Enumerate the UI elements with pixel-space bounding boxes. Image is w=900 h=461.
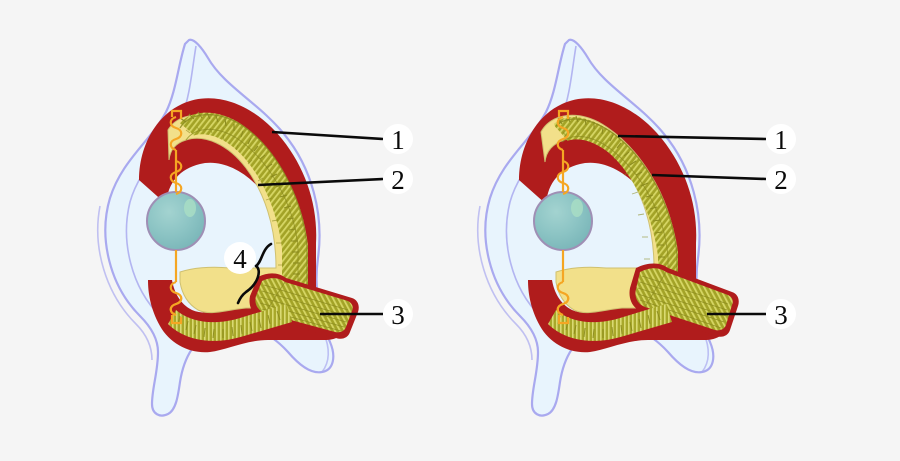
label-1-text: 1	[391, 125, 405, 155]
label-3[interactable]: 3	[383, 299, 413, 330]
coiled-filament-lower-left	[169, 250, 183, 325]
brace-pointer-4	[236, 242, 273, 305]
label-2[interactable]: 2	[766, 164, 796, 195]
leader-line-2	[651, 173, 767, 181]
leader-lines-left	[236, 130, 384, 316]
coiled-filament-upper-right	[556, 109, 570, 196]
coiled-filament-upper-left	[169, 109, 183, 196]
label-4-text: 4	[233, 244, 247, 274]
coiled-filament-lower-right	[556, 250, 570, 325]
label-3[interactable]: 3	[766, 299, 796, 330]
label-3-text: 3	[391, 300, 405, 330]
label-1[interactable]: 1	[383, 124, 413, 155]
sphere-organelle-right	[533, 191, 593, 251]
label-3-text: 3	[774, 300, 788, 330]
label-4[interactable]: 4	[224, 242, 256, 274]
label-1[interactable]: 1	[766, 124, 796, 155]
label-1-text: 1	[774, 125, 788, 155]
label-group-right: 1 2 3	[766, 124, 796, 330]
sphere-organelle-left	[146, 191, 206, 251]
lower-striated-band-left	[168, 304, 292, 341]
left-panel: 1 2 3 4	[97, 38, 413, 417]
olive-striated-arc-left	[178, 111, 308, 300]
label-2[interactable]: 2	[383, 164, 413, 195]
striated-arm-left	[249, 273, 359, 339]
label-group-left: 1 2 3 4	[224, 124, 413, 330]
label-2-text: 2	[774, 165, 788, 195]
leader-line-1	[617, 134, 767, 141]
label-2-text: 2	[391, 165, 405, 195]
leader-line-1	[271, 130, 384, 141]
right-panel: 1 2 3	[477, 38, 796, 417]
leader-lines-right	[617, 134, 767, 316]
leader-line-2	[257, 177, 384, 187]
